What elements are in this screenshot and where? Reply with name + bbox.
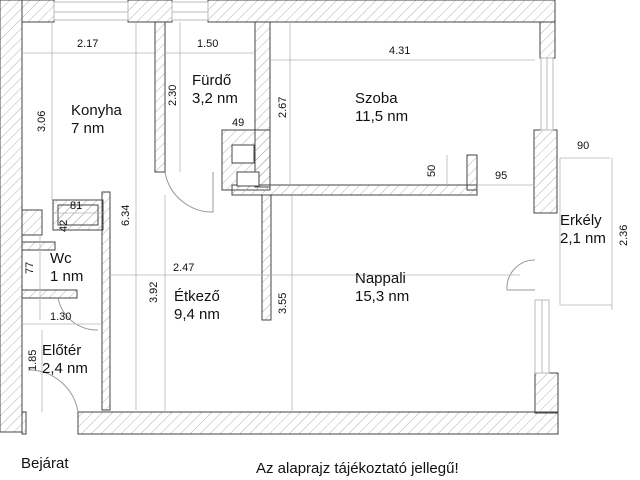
dim-szoba-height: 2.67 (277, 96, 289, 118)
room-name: Szoba (355, 90, 398, 107)
room-name: Erkély (560, 212, 602, 229)
room-name: Étkező (174, 288, 220, 305)
dim-nappali-height: 3.55 (277, 292, 289, 314)
room-name: Előtér (42, 342, 82, 359)
room-name: Fürdő (192, 72, 232, 89)
room-name: Konyha (71, 102, 122, 119)
dim-szoba-niche-offset: 95 (495, 170, 508, 182)
room-area: 1 nm (50, 268, 84, 285)
room-area: 9,4 nm (174, 306, 220, 323)
room-area: 7 nm (71, 120, 105, 137)
dim-furdo-niche: 49 (232, 117, 245, 129)
dim-etkezo-width: 2.47 (173, 262, 195, 274)
dim-etkezo-height: 3.92 (148, 281, 160, 303)
outer-walls (0, 0, 559, 435)
room-nappali: Nappali 15,3 nm (355, 270, 409, 306)
dim-wc-height: 77 (24, 261, 36, 274)
dim-wc-shaft-width: 81 (70, 200, 83, 212)
dim-szoba-niche-depth: 50 (426, 164, 438, 177)
room-area: 3,2 nm (192, 90, 238, 107)
room-szoba: Szoba 11,5 nm (355, 90, 408, 126)
room-etkezo: Étkező 9,4 nm (174, 288, 220, 324)
room-area: 2,1 nm (560, 230, 606, 247)
entrance-label: Bejárat (21, 455, 69, 472)
disclaimer-note: Az alaprajz tájékoztató jellegű! (256, 460, 459, 477)
dim-eloter-width: 1.30 (50, 311, 72, 323)
room-furdo: Fürdő 3,2 nm (192, 72, 238, 108)
doors (27, 171, 536, 413)
room-konyha: Konyha 7 nm (71, 102, 122, 138)
dim-furdo-width: 1.50 (197, 38, 219, 50)
dim-konyha-height: 3.06 (36, 110, 48, 132)
dim-left-total-height: 6.34 (120, 204, 132, 226)
room-erkely: Erkély 2,1 nm (560, 212, 606, 248)
dim-szoba-width: 4.31 (389, 45, 411, 57)
room-area: 11,5 nm (355, 108, 409, 125)
dim-wc-shaft-depth: 42 (58, 219, 70, 232)
room-name: Nappali (355, 270, 406, 287)
dim-furdo-height: 2.30 (167, 84, 179, 106)
room-wc: Wc 1 nm (50, 250, 83, 286)
windows (53, 1, 554, 374)
room-area: 2,4 nm (42, 360, 88, 377)
dim-konyha-width: 2.17 (77, 38, 99, 50)
dim-erkely-width: 90 (577, 140, 590, 152)
dimension-lines (22, 22, 613, 412)
dim-eloter-height: 1.85 (27, 349, 39, 371)
room-area: 15,3 nm (355, 288, 410, 305)
room-eloter: Előtér 2,4 nm (42, 342, 88, 378)
dim-erkely-height: 2.36 (618, 224, 630, 246)
room-name: Wc (50, 250, 72, 267)
